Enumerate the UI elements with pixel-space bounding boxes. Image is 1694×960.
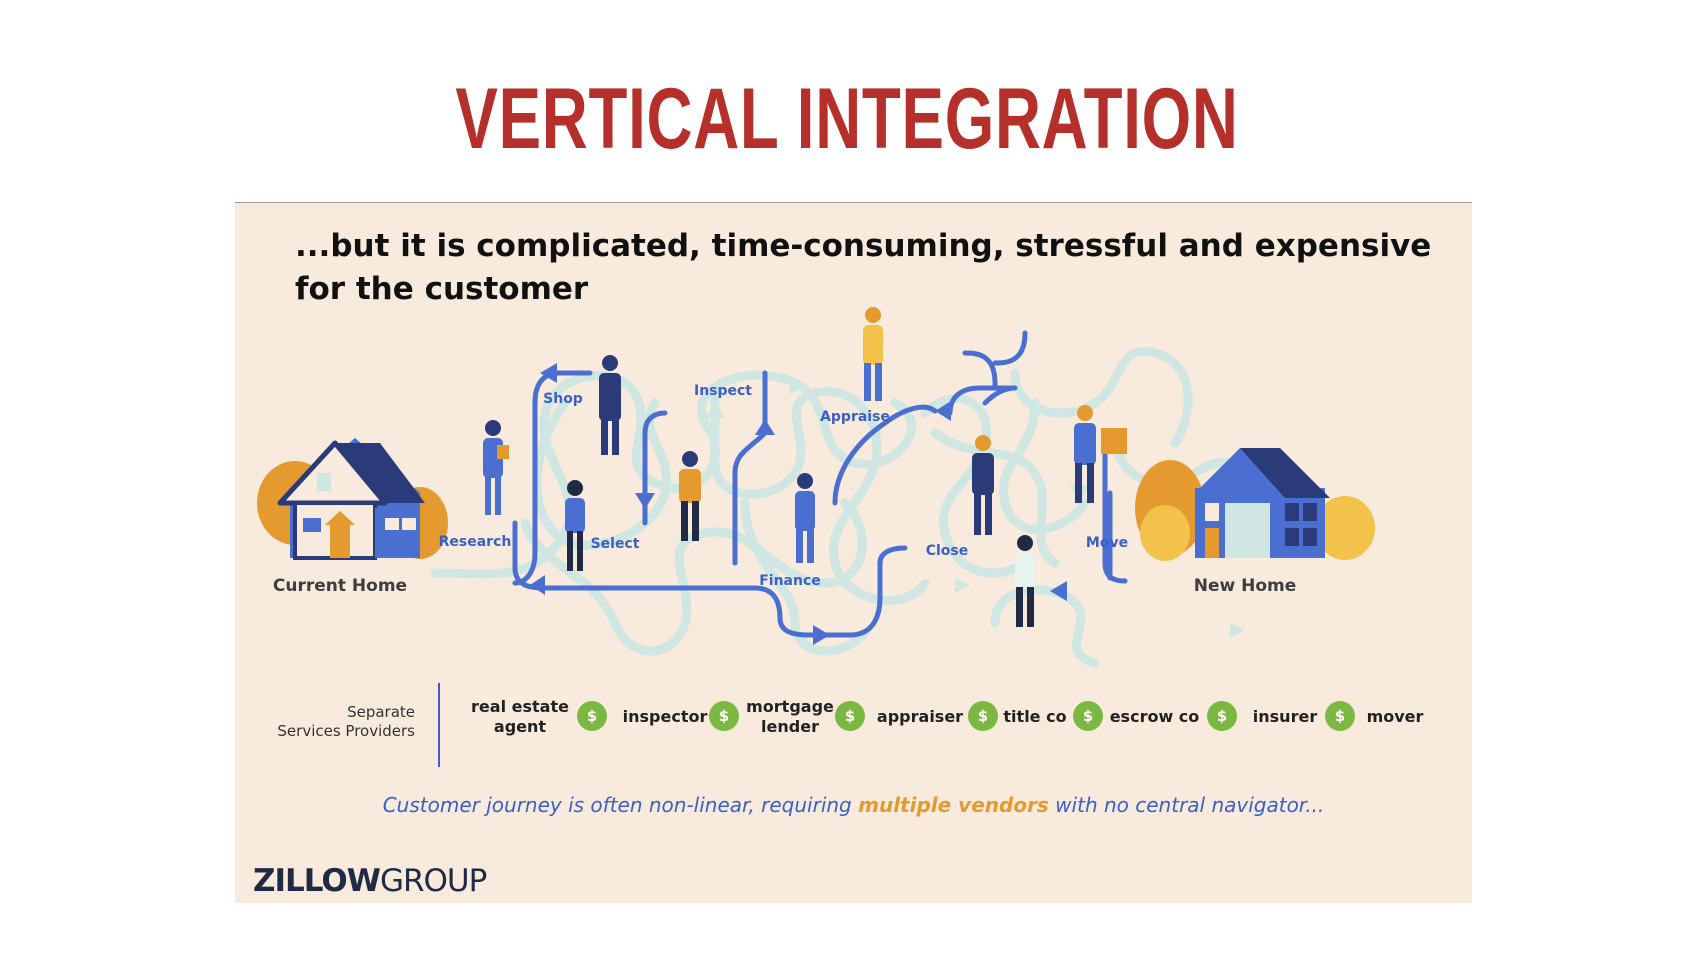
step-label-finance: Finance xyxy=(759,573,821,589)
provider-line: mortgage xyxy=(746,697,834,716)
caption-highlight: multiple vendors xyxy=(858,793,1049,817)
current-home-house-icon xyxy=(257,438,448,560)
provider-inspector: inspector xyxy=(622,707,708,726)
person-icon xyxy=(565,480,585,571)
provider-line: lender xyxy=(761,717,819,736)
arrow-icon xyxy=(935,401,951,421)
provider-title-co: title co xyxy=(1003,707,1067,726)
step-label-close: Close xyxy=(926,543,969,559)
dollar-coin-icon: $ xyxy=(968,701,998,731)
dollar-coin-icon: $ xyxy=(1325,701,1355,731)
person-icon xyxy=(483,420,509,515)
person-icon xyxy=(599,355,621,455)
arrow-icon xyxy=(705,403,725,418)
dollar-coin-icon: $ xyxy=(835,701,865,731)
journey-caption: Customer journey is often non-linear, re… xyxy=(235,793,1472,817)
provider-mortgage-lender: mortgage lender xyxy=(740,697,840,737)
new-home-label: New Home xyxy=(1194,576,1297,596)
service-providers-row: Separate Services Providers real estate … xyxy=(235,673,1472,767)
new-home-house-icon xyxy=(1135,448,1375,561)
logo-part2: GROUP xyxy=(379,863,487,899)
panel-headline: ...but it is complicated, time-consuming… xyxy=(295,228,1432,307)
arrow-icon xyxy=(1230,623,1245,638)
provider-line: agent xyxy=(493,717,547,736)
step-label-move: Move xyxy=(1086,535,1128,551)
path-arrowheads xyxy=(530,363,1067,645)
current-home-label: Current Home xyxy=(273,576,407,596)
dollar-coin-icon: $ xyxy=(577,701,607,731)
arrow-icon xyxy=(813,625,830,645)
provider-appraiser: appraiser xyxy=(876,707,964,726)
providers-heading-line2: Services Providers xyxy=(277,722,415,740)
arrow-icon xyxy=(635,493,655,509)
step-label-research: Research xyxy=(439,534,512,550)
dollar-coin-icon: $ xyxy=(1073,701,1103,731)
arrow-icon xyxy=(955,578,970,593)
step-label-appraise: Appraise xyxy=(820,409,890,425)
step-label-inspect: Inspect xyxy=(694,383,752,399)
person-icon xyxy=(863,307,883,401)
person-icon xyxy=(1015,535,1035,627)
logo-part1: ZILLOW xyxy=(253,863,381,899)
provider-insurer: insurer xyxy=(1252,707,1318,726)
person-icon xyxy=(1074,405,1127,503)
person-icon xyxy=(679,451,701,541)
infographic-panel: ...but it is complicated, time-consuming… xyxy=(235,202,1472,903)
provider-real-estate-agent: real estate agent xyxy=(470,697,570,737)
slide-title: VERTICAL INTEGRATION xyxy=(455,71,1239,167)
providers-divider xyxy=(438,683,440,767)
person-icon xyxy=(972,435,994,535)
arrow-icon xyxy=(755,419,775,435)
zillow-group-logo: ZILLOWGROUP xyxy=(253,863,487,899)
arrow-icon xyxy=(1050,581,1067,601)
caption-text: with no central navigator... xyxy=(1048,793,1325,817)
provider-escrow-co: escrow co xyxy=(1109,707,1200,726)
arrow-icon xyxy=(530,575,545,595)
providers-heading-line1: Separate xyxy=(347,703,415,721)
providers-heading: Separate Services Providers xyxy=(255,703,415,741)
provider-mover: mover xyxy=(1366,707,1424,726)
person-icon xyxy=(795,473,815,563)
arrow-icon xyxy=(790,378,807,394)
step-label-select: Select xyxy=(591,536,640,552)
step-label-shop: Shop xyxy=(543,391,583,407)
dollar-coin-icon: $ xyxy=(709,701,739,731)
provider-line: real estate xyxy=(471,697,569,716)
caption-text: Customer journey is often non-linear, re… xyxy=(382,793,859,817)
journey-illustration: Current Home New Home xyxy=(257,307,1375,668)
dollar-coin-icon: $ xyxy=(1207,701,1237,731)
arrow-icon xyxy=(540,363,557,383)
